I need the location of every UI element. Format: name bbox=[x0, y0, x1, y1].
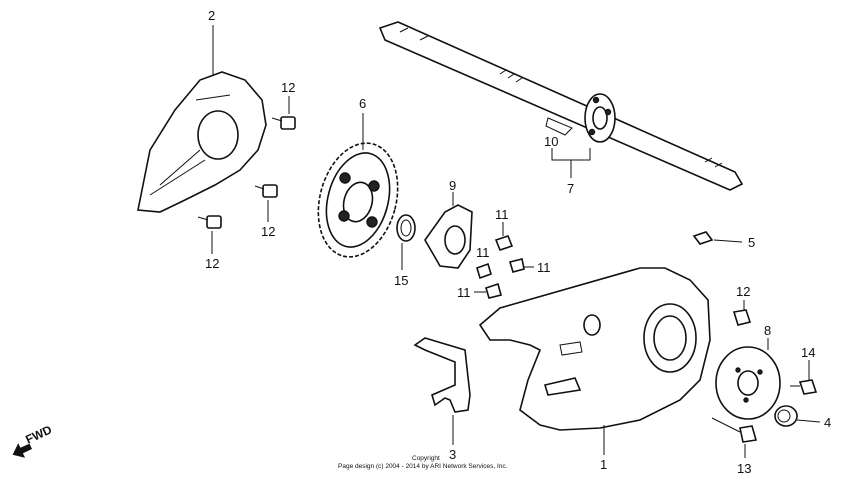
callout-10: 10 bbox=[544, 134, 558, 149]
callout-2: 2 bbox=[208, 8, 215, 23]
callout-11c: 11 bbox=[537, 260, 551, 275]
callout-7: 7 bbox=[567, 181, 574, 196]
part-4-cap[interactable] bbox=[774, 405, 798, 427]
callout-3: 3 bbox=[449, 447, 456, 462]
callout-5: 5 bbox=[748, 235, 755, 250]
part-2-shield[interactable] bbox=[137, 71, 267, 213]
copyright-line2: Page design (c) 2004 - 2014 by ARI Netwo… bbox=[338, 463, 508, 470]
callout-14: 14 bbox=[801, 345, 815, 360]
callout-11b: 11 bbox=[476, 245, 490, 260]
part-5-clip[interactable] bbox=[692, 231, 714, 245]
callout-4: 4 bbox=[824, 415, 831, 430]
part-11-nut-b[interactable] bbox=[476, 262, 492, 280]
callout-12b: 12 bbox=[261, 224, 275, 239]
leader-7-bracket bbox=[551, 148, 591, 178]
fwd-label: FWD bbox=[23, 422, 54, 446]
part-6-sprocket[interactable] bbox=[306, 134, 409, 266]
part-8-cover-plate[interactable] bbox=[715, 346, 781, 420]
part-11-nut-a[interactable] bbox=[494, 235, 514, 251]
callout-11d: 11 bbox=[457, 285, 471, 300]
part-3-guide[interactable] bbox=[413, 337, 471, 413]
part-9-hub-flange[interactable] bbox=[424, 204, 473, 269]
part-12-bolt-d[interactable] bbox=[732, 309, 752, 326]
part-11-nut-d[interactable] bbox=[485, 282, 502, 299]
copyright-line1: Copyright bbox=[412, 455, 440, 462]
callout-12a: 12 bbox=[281, 80, 295, 95]
part-15-seal[interactable] bbox=[396, 214, 416, 242]
fwd-arrow-icon bbox=[12, 443, 32, 458]
part-7-axle[interactable] bbox=[378, 21, 744, 191]
leader-5 bbox=[713, 239, 743, 243]
part-11-nut-c[interactable] bbox=[508, 258, 525, 273]
part-14-bolt[interactable] bbox=[790, 379, 818, 395]
part-1-chain-case[interactable] bbox=[478, 267, 711, 431]
callout-8: 8 bbox=[764, 323, 771, 338]
part-12-bolt-a[interactable] bbox=[271, 116, 296, 130]
callout-13: 13 bbox=[737, 461, 751, 476]
callout-15: 15 bbox=[394, 273, 408, 288]
callout-12d: 12 bbox=[736, 284, 750, 299]
callout-11a: 11 bbox=[495, 207, 509, 222]
callout-9: 9 bbox=[449, 178, 456, 193]
callout-1: 1 bbox=[600, 457, 607, 472]
part-12-bolt-c[interactable] bbox=[197, 215, 222, 229]
part-13-bolt[interactable] bbox=[711, 417, 758, 443]
callout-12c: 12 bbox=[205, 256, 219, 271]
leader-4 bbox=[796, 419, 821, 423]
part-12-bolt-b[interactable] bbox=[254, 184, 278, 198]
callout-6: 6 bbox=[359, 96, 366, 111]
